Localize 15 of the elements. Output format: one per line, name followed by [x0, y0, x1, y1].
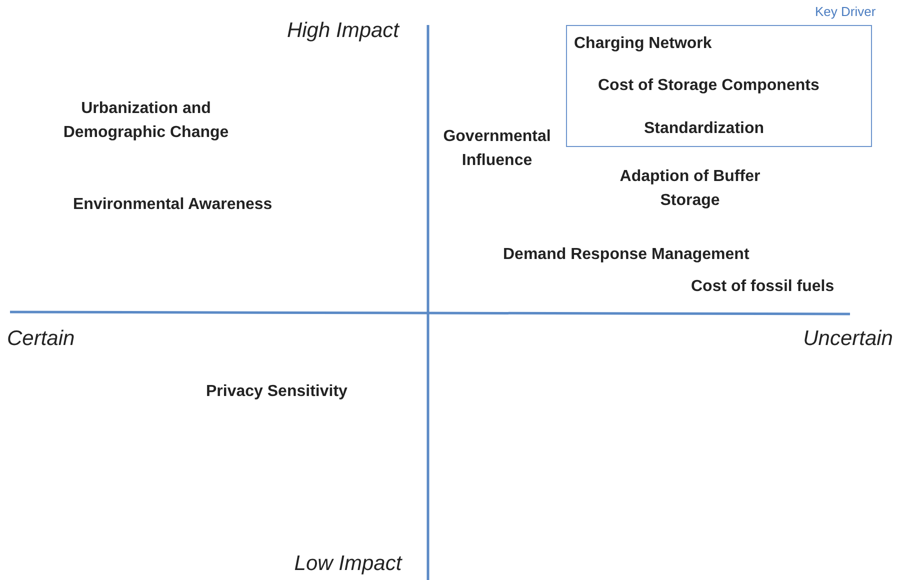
axis-label: Low Impact — [293, 552, 404, 576]
factor-label: Environmental Awareness — [73, 195, 272, 215]
axis-label: Uncertain — [802, 327, 893, 351]
factor-label: Standardization — [644, 117, 764, 141]
group-title: Key Driver — [815, 4, 876, 19]
factor-label: Urbanization and Demographic Change — [62, 99, 230, 143]
factor-label: Privacy Sensitivity — [206, 382, 348, 402]
factor-label: Demand Response Management — [503, 245, 750, 265]
factor-label: Adaption of Buffer Storage — [618, 167, 762, 211]
factor-label: Governmental Influence — [442, 127, 552, 171]
axis-label: High Impact — [286, 19, 401, 43]
axis-label: Certain — [7, 327, 75, 351]
factor-label: Cost of Storage Components — [598, 74, 820, 98]
factor-label: Cost of fossil fuels — [691, 277, 834, 297]
factor-label: Charging Network — [574, 32, 712, 56]
